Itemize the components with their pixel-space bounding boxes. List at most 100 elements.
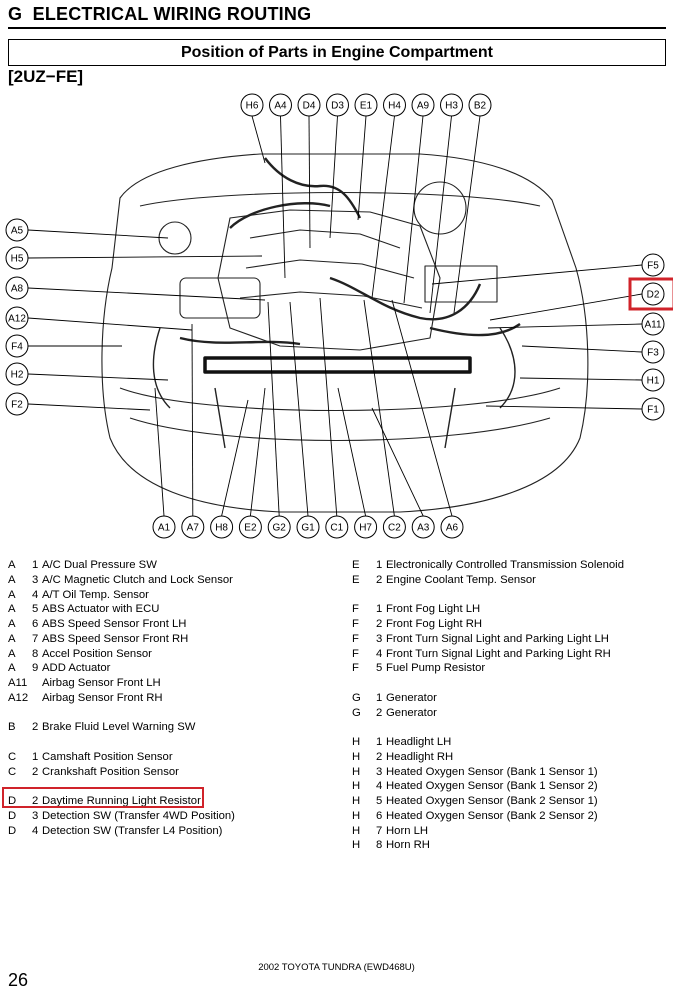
- callout-d2: D2: [628, 277, 673, 311]
- leader-line-f2: [27, 403, 151, 411]
- callout-text: G2: [273, 523, 287, 534]
- legend-code: A: [8, 632, 16, 645]
- callout-e1: E1: [354, 93, 378, 117]
- callout-text: G1: [301, 523, 315, 534]
- callout-text: A11: [644, 320, 661, 331]
- callout-h8: H8: [210, 515, 234, 539]
- legend-label: Headlight LH: [386, 736, 452, 748]
- callout-circle: [5, 246, 29, 270]
- leader-line-f1: [485, 405, 643, 410]
- legend-label: Generator: [386, 706, 437, 719]
- legend-number: 8: [376, 839, 383, 852]
- callout-circle: [382, 515, 406, 539]
- callout-circle: [641, 340, 665, 364]
- callout-f1: F1: [641, 397, 665, 421]
- callout-a6: A6: [440, 515, 464, 539]
- legend-gap: [352, 720, 624, 735]
- legend-code: E: [352, 559, 360, 571]
- leader-line-f3: [521, 345, 643, 353]
- legend-code: F: [352, 632, 359, 645]
- leader-line-h7: [337, 387, 367, 517]
- legend-number: 1: [376, 559, 383, 571]
- legend-number: 1: [376, 691, 383, 704]
- legend-label: ABS Actuator with ECU: [42, 603, 160, 616]
- legend-number: 5: [376, 795, 383, 807]
- callout-text: A9: [417, 101, 430, 112]
- legend-number: 2: [32, 765, 39, 778]
- leader-line-a11: [487, 323, 643, 329]
- callout-circle: [5, 362, 29, 386]
- legend-label: Horn LH: [386, 824, 429, 837]
- callout-text: H8: [215, 523, 228, 534]
- callout-g2: G2: [267, 515, 291, 539]
- callout-circle: [267, 515, 291, 539]
- legend-code: A: [8, 662, 16, 675]
- legend-label: Daytime Running Light Resistor: [42, 795, 201, 807]
- callout-text: F1: [647, 405, 659, 416]
- leader-line-g2: [267, 301, 280, 517]
- legend-number: 9: [32, 662, 39, 675]
- callout-h5: H5: [5, 246, 29, 270]
- callout-a7: A7: [181, 515, 205, 539]
- callout-text: C1: [330, 523, 343, 534]
- callout-circle: [411, 93, 435, 117]
- callout-text: H4: [388, 101, 401, 112]
- callout-circle: [269, 93, 292, 117]
- callout-text: A1: [158, 523, 171, 534]
- legend-code: H: [352, 765, 361, 778]
- legend-label: Engine Coolant Temp. Sensor: [386, 573, 536, 586]
- legend-code: H: [352, 839, 361, 852]
- callout-g1: G1: [296, 515, 320, 539]
- callout-text: H1: [647, 376, 660, 387]
- callout-text: H5: [11, 254, 24, 265]
- legend-label: Front Turn Signal Light and Parking Ligh…: [386, 647, 611, 660]
- legend-number: 4: [32, 588, 39, 601]
- legend-gap: [8, 706, 235, 721]
- legend-code: B: [8, 721, 16, 734]
- page-subtitle: Position of Parts in Engine Compartment: [180, 43, 494, 61]
- legend-code: C: [8, 750, 17, 763]
- hood-line: [139, 191, 541, 207]
- callout-circle: [5, 334, 29, 358]
- legend-code: D: [8, 809, 17, 822]
- legend-number: 5: [32, 603, 39, 616]
- legend-number: 7: [376, 824, 383, 837]
- legend-number: 8: [32, 647, 39, 660]
- callout-circle: [383, 93, 406, 117]
- engine-code: [2UZ−FE]: [8, 67, 84, 86]
- highlight-box-legend: [2, 787, 204, 808]
- leader-line-c2: [363, 299, 395, 517]
- legend-code: G: [352, 706, 361, 719]
- legend-label: Front Fog Light RH: [386, 618, 483, 630]
- legend-number: 1: [32, 750, 39, 763]
- callout-text: A6: [446, 523, 459, 534]
- callout-c2: C2: [382, 515, 406, 539]
- leader-line-a6: [391, 299, 453, 517]
- callout-text: E2: [244, 523, 257, 534]
- callout-h2: H2: [5, 362, 29, 386]
- callout-circle: [641, 368, 665, 392]
- leader-line-a3: [371, 407, 424, 517]
- leader-line-a7: [191, 323, 194, 517]
- engine-block: [217, 209, 441, 351]
- callout-text: A5: [11, 226, 24, 237]
- callout-circle: [354, 515, 378, 539]
- callout-a4: A4: [269, 93, 292, 117]
- callout-text: F4: [11, 342, 23, 353]
- battery: [424, 265, 498, 303]
- callout-circle: [152, 515, 176, 539]
